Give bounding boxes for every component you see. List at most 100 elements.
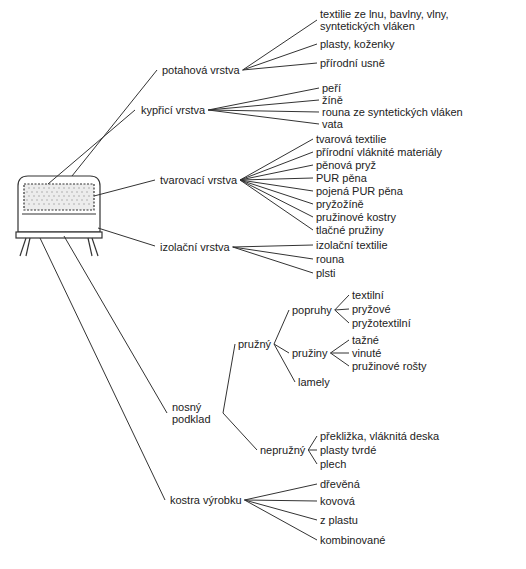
leaf-label: textilní: [350, 288, 386, 302]
node-text: pojená PUR pěna: [316, 185, 403, 197]
node-text: PUR pěna: [316, 172, 367, 184]
subcategory-label: pružný: [236, 337, 273, 351]
leaf-label: PUR pěna: [314, 171, 369, 185]
node-text: tažné: [352, 334, 379, 346]
node-text: tvarovací vrstva: [160, 174, 237, 186]
tree-branch: [240, 180, 313, 230]
tree-branch: [330, 340, 349, 353]
tree-branch: [233, 245, 313, 247]
node-text: peří: [322, 82, 341, 94]
sofa: [16, 176, 102, 256]
tree-branch: [335, 295, 349, 310]
node-text: pěnová pryž: [316, 159, 376, 171]
tree-branch: [335, 310, 349, 323]
tree-branch: [223, 413, 257, 450]
category-label: kypřicí vrstva: [139, 103, 207, 117]
node-text: plsti: [316, 267, 336, 279]
leaf-label: vata: [320, 117, 345, 131]
node-text: nosný podklad: [172, 401, 220, 425]
node-text: kombinované: [320, 534, 385, 546]
tree-branch: [208, 110, 319, 124]
node-text: pryžové: [352, 303, 391, 315]
node-text: pryžožíně: [316, 198, 364, 210]
leaf-label: plech: [318, 457, 348, 471]
node-text: kovová: [320, 495, 355, 507]
node-text: lamely: [298, 376, 330, 388]
tree-branch: [240, 180, 313, 217]
tree-branch: [243, 20, 317, 70]
tree-branch: [233, 247, 313, 273]
category-label: nosný podklad: [170, 400, 222, 426]
tree-branch: [233, 247, 313, 259]
node-text: přírodní usně: [320, 57, 385, 69]
tree-branch: [245, 500, 317, 520]
tree-branch: [208, 100, 319, 110]
leaf-label: pojená PUR pěna: [314, 184, 405, 198]
leaf-label: z plastu: [318, 513, 360, 527]
leaf-label: pružinové rošty: [350, 359, 429, 373]
tree-branch: [223, 344, 235, 413]
tree-branch: [245, 484, 317, 500]
tree-branch: [240, 152, 313, 180]
tree-branch: [245, 500, 317, 540]
leaf-label: izolační textilie: [314, 238, 390, 252]
tree-branch: [330, 353, 349, 354]
tree-branch: [274, 344, 295, 382]
leaf-label: plasty, koženky: [318, 37, 396, 51]
node-text: plasty, koženky: [320, 38, 394, 50]
leaf-label: plsti: [314, 266, 338, 280]
node-text: pružinové kostry: [316, 211, 396, 223]
leaf-label: pryžožíně: [314, 197, 366, 211]
node-text: pružný: [238, 338, 271, 350]
node-text: kostra výrobku: [170, 494, 242, 506]
tree-branch: [240, 165, 313, 180]
tree-branch: [243, 63, 317, 70]
leaf-label: pěnová pryž: [314, 158, 378, 172]
category-label: tvarovací vrstva: [158, 173, 239, 187]
tree-branch: [308, 450, 317, 464]
node-text: plasty tvrdé: [320, 444, 376, 456]
tree-branch: [208, 88, 319, 110]
leaf-label: přírodní usně: [318, 56, 387, 70]
node-text: z plastu: [320, 514, 358, 526]
node-text: plech: [320, 458, 346, 470]
tree-branch: [243, 44, 317, 70]
node-text: izolační vrstva: [160, 241, 230, 253]
node-text: tvarová textilie: [316, 133, 386, 145]
node-text: dřevěná: [320, 478, 360, 490]
node-text: pružinové rošty: [352, 360, 427, 372]
tree-branch: [274, 310, 289, 344]
node-text: přírodní vláknité materiály: [316, 146, 442, 158]
leader-lines: [40, 70, 167, 500]
leaf-label: tlačné pružiny: [314, 223, 386, 237]
node-text: vinuté: [352, 347, 381, 359]
node-text: potahová vrstva: [162, 64, 240, 76]
tree-branch: [308, 450, 317, 451]
leaf-label: pružinové kostry: [314, 210, 398, 224]
node-text: kypřicí vrstva: [141, 104, 205, 116]
leaf-label: kombinované: [318, 533, 387, 547]
tree-branch: [240, 178, 313, 180]
leaf-label: tvarová textilie: [314, 132, 388, 146]
category-label: kostra výrobku: [168, 493, 244, 507]
tree-branch: [330, 353, 349, 366]
node-text: rouna: [316, 253, 344, 265]
tree-branch: [335, 309, 349, 310]
leaf-label: plasty tvrdé: [318, 443, 378, 457]
subcategory-label: lamely: [296, 375, 332, 389]
leaf-label: rouna ze syntetických vláken: [320, 105, 465, 119]
leaf-label: tažné: [350, 333, 381, 347]
node-text: textilie ze lnu, bavlny, vlny, syntetick…: [320, 8, 452, 32]
tree-branch: [245, 500, 317, 501]
leaf-label: rouna: [314, 252, 346, 266]
node-text: nepružný: [260, 444, 305, 456]
tree-branch: [240, 139, 313, 180]
leaf-label: pryžové: [350, 302, 393, 316]
leaf-label: přírodní vláknité materiály: [314, 145, 444, 159]
node-text: pružiny: [292, 347, 327, 359]
node-text: rouna ze syntetických vláken: [322, 106, 463, 118]
category-label: potahová vrstva: [160, 63, 242, 77]
leaf-label: peří: [320, 81, 343, 95]
leaf-label: vinuté: [350, 346, 383, 360]
